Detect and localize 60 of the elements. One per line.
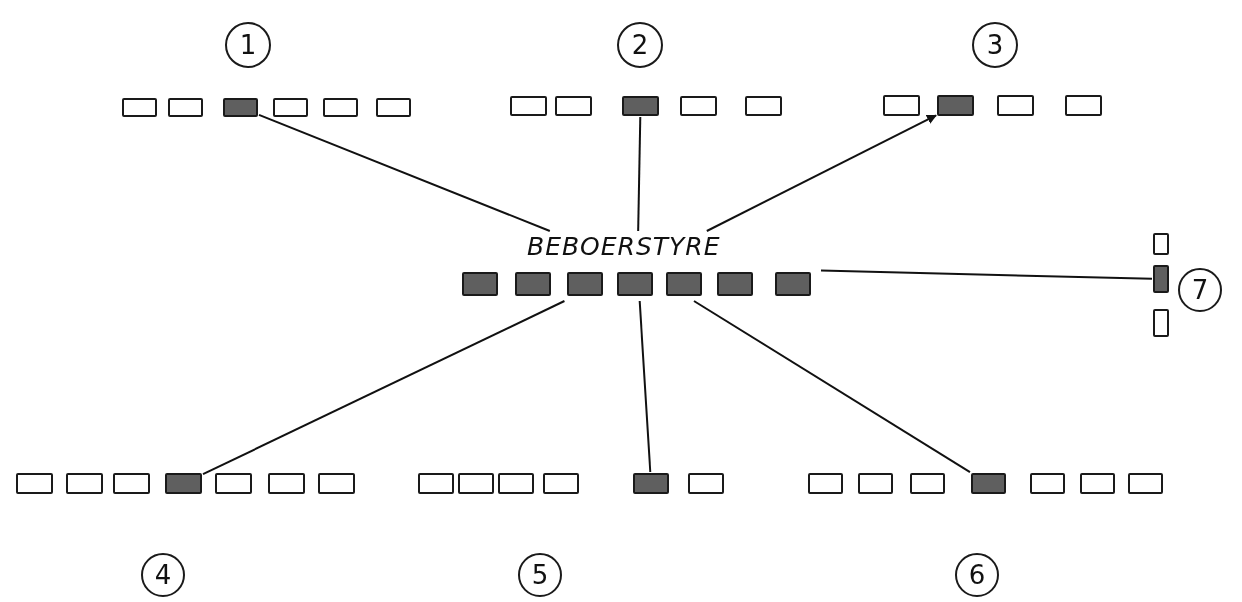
number-circle: 6 [955, 553, 999, 597]
empty-square [510, 96, 547, 116]
number-circle: 5 [518, 553, 562, 597]
empty-square [16, 473, 53, 494]
filled-square [1153, 265, 1169, 293]
group-title: BEBOERSTYRE [527, 232, 721, 261]
empty-square [113, 473, 150, 494]
empty-square [122, 98, 157, 117]
empty-square [543, 473, 579, 494]
filled-square [717, 272, 753, 296]
empty-square [883, 95, 920, 116]
connector-line [693, 300, 971, 474]
empty-square [1030, 473, 1065, 494]
empty-square [1128, 473, 1163, 494]
empty-square [215, 473, 252, 494]
empty-square [1065, 95, 1102, 116]
empty-square [997, 95, 1034, 116]
connector-line [202, 300, 566, 476]
empty-square [910, 473, 945, 494]
empty-square [323, 98, 358, 117]
empty-square [858, 473, 893, 494]
empty-square [680, 96, 717, 116]
filled-square [462, 272, 498, 296]
empty-square [66, 473, 103, 494]
empty-square [808, 473, 843, 494]
filled-square [515, 272, 551, 296]
empty-square [555, 96, 592, 116]
empty-square [745, 96, 782, 116]
connector-line [637, 116, 642, 232]
empty-square [318, 473, 355, 494]
empty-square [268, 473, 305, 494]
number-circle: 3 [972, 22, 1018, 68]
number-circle: 2 [617, 22, 663, 68]
empty-square [498, 473, 534, 494]
empty-square [376, 98, 411, 117]
empty-square [273, 98, 308, 117]
filled-square [165, 473, 202, 494]
number-circle: 1 [225, 22, 271, 68]
connector-line [705, 114, 937, 232]
empty-square [1080, 473, 1115, 494]
filled-square [937, 95, 974, 116]
empty-square [418, 473, 454, 494]
filled-square [666, 272, 702, 296]
empty-square [688, 473, 724, 494]
filled-square [617, 272, 653, 296]
empty-square [168, 98, 203, 117]
empty-square [1153, 309, 1169, 337]
filled-square [567, 272, 603, 296]
connector-line [258, 113, 551, 232]
empty-square [1153, 233, 1169, 255]
filled-square [633, 473, 669, 494]
number-circle: 7 [1178, 268, 1222, 312]
filled-square [971, 473, 1006, 494]
filled-square [622, 96, 659, 116]
filled-square [775, 272, 811, 296]
connector-line [820, 269, 1153, 280]
empty-square [458, 473, 494, 494]
filled-square [223, 98, 258, 117]
connector-line [638, 300, 652, 473]
number-circle: 4 [141, 553, 185, 597]
